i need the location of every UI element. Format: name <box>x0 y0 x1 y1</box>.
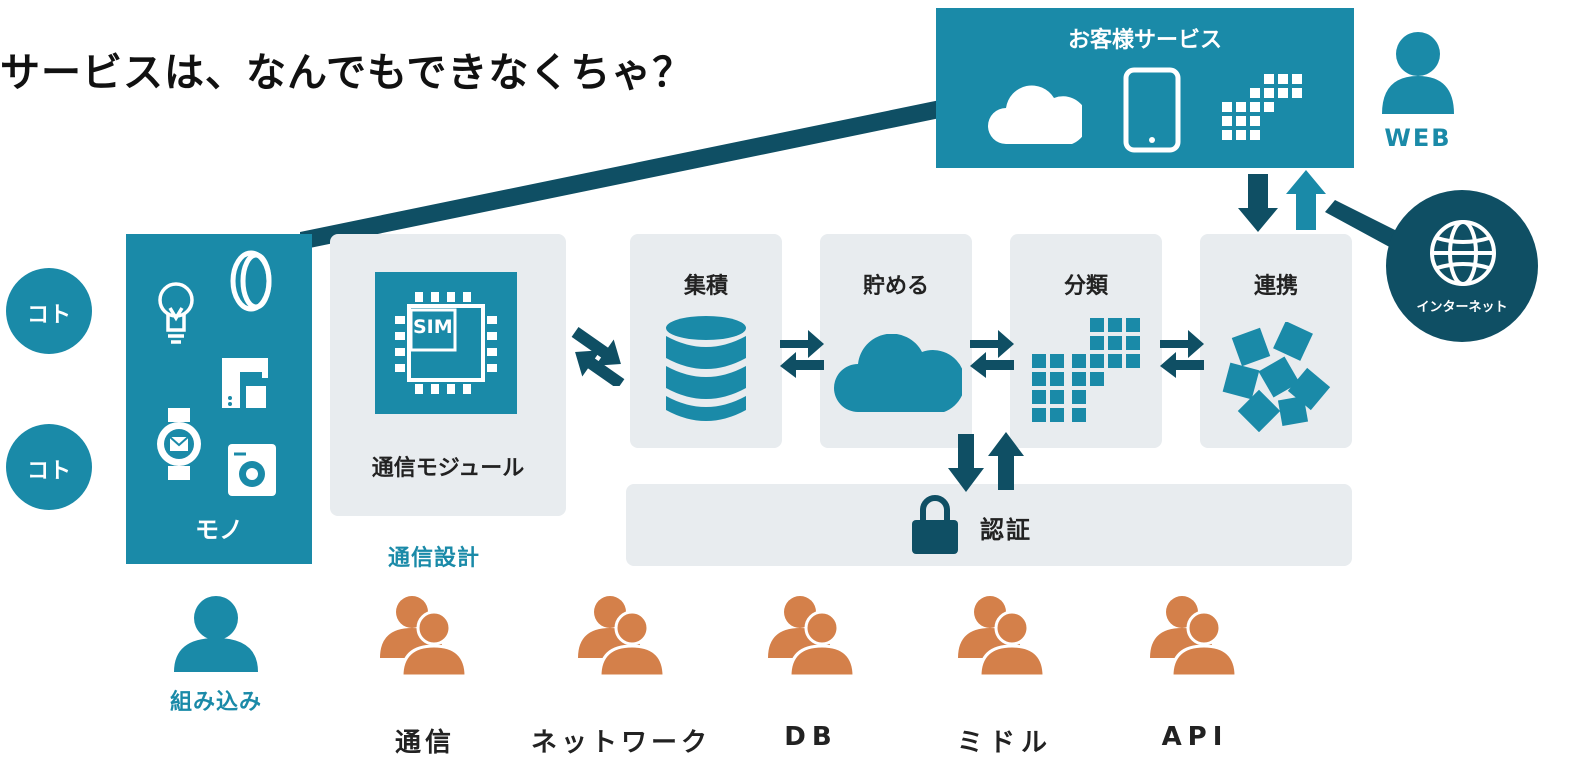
embedded-label: 組み込み <box>169 690 262 715</box>
role-label: ミドル <box>956 728 1053 758</box>
stage-label: 分類 <box>1063 274 1108 299</box>
sim-chip-icon <box>395 292 497 394</box>
team-icon <box>380 596 468 676</box>
role-label: ネットワーク <box>530 728 711 758</box>
cloud-icon <box>988 85 1082 144</box>
auth-label: 認証 <box>980 516 1032 544</box>
team-icon <box>958 596 1046 676</box>
sync-arrows-icon <box>948 432 1024 492</box>
sync-arrows-icon <box>1238 170 1326 232</box>
team-icon <box>578 596 666 676</box>
web-user-icon <box>1382 32 1454 114</box>
grid-blocks-icon <box>1222 74 1302 140</box>
customer-service-panel: お客様サービス <box>936 8 1354 168</box>
comm-design-label: 通信設計 <box>388 546 481 571</box>
stage-label: 集積 <box>683 274 728 299</box>
stage-panel-classify: 分類 <box>1010 234 1162 448</box>
koto-badge: コト <box>6 268 92 354</box>
globe-icon <box>1430 220 1496 286</box>
ring-icon <box>230 250 272 312</box>
module-panel: SIM 通信モジュール <box>330 234 566 516</box>
internet-label: インターネット <box>1416 300 1508 315</box>
sim-label: SIM <box>413 316 453 338</box>
role-label: API <box>1161 722 1229 752</box>
lock-icon <box>912 495 958 554</box>
smartwatch-icon <box>157 408 201 480</box>
team-icon <box>1150 596 1238 676</box>
coffee-maker-icon <box>222 358 268 408</box>
role-label: 通信 <box>394 728 455 758</box>
embedded-user-icon <box>174 596 258 672</box>
page-title: サービスは、なんでもできなくちゃ？ <box>0 50 694 96</box>
team-icon <box>768 596 856 676</box>
auth-panel: 認証 <box>626 484 1352 566</box>
role-label: DB <box>784 722 838 752</box>
washing-machine-icon <box>228 444 276 496</box>
mono-label: モノ <box>195 516 243 544</box>
stage-label: 貯める <box>862 274 929 299</box>
puzzle-pieces-icon <box>1222 322 1331 432</box>
lightbulb-icon <box>158 282 194 344</box>
grid-blocks-icon <box>1032 318 1140 422</box>
stage-panel-store: 貯める <box>820 234 972 448</box>
koto-badge: コト <box>6 424 92 510</box>
tablet-icon <box>1123 67 1181 153</box>
sync-arrows-icon <box>970 330 1014 378</box>
web-label: WEB <box>1384 124 1452 152</box>
koto-label: コト <box>26 459 71 484</box>
stage-label: 連携 <box>1253 274 1298 299</box>
sync-arrows-icon <box>571 327 625 386</box>
internet-badge: インターネット <box>1386 190 1538 342</box>
mono-panel: モノ <box>126 234 312 564</box>
stage-panel-accumulate: 集積 <box>630 234 782 448</box>
stage-panel-link: 連携 <box>1200 234 1352 448</box>
customer-service-label: お客様サービス <box>1067 28 1222 53</box>
sync-arrows-icon <box>1160 330 1204 378</box>
cloud-icon <box>834 334 962 412</box>
koto-label: コト <box>26 303 71 328</box>
database-icon <box>666 316 746 421</box>
module-label: 通信モジュール <box>371 456 525 481</box>
sync-arrows-icon <box>780 330 824 378</box>
chip-box: SIM <box>375 272 517 414</box>
